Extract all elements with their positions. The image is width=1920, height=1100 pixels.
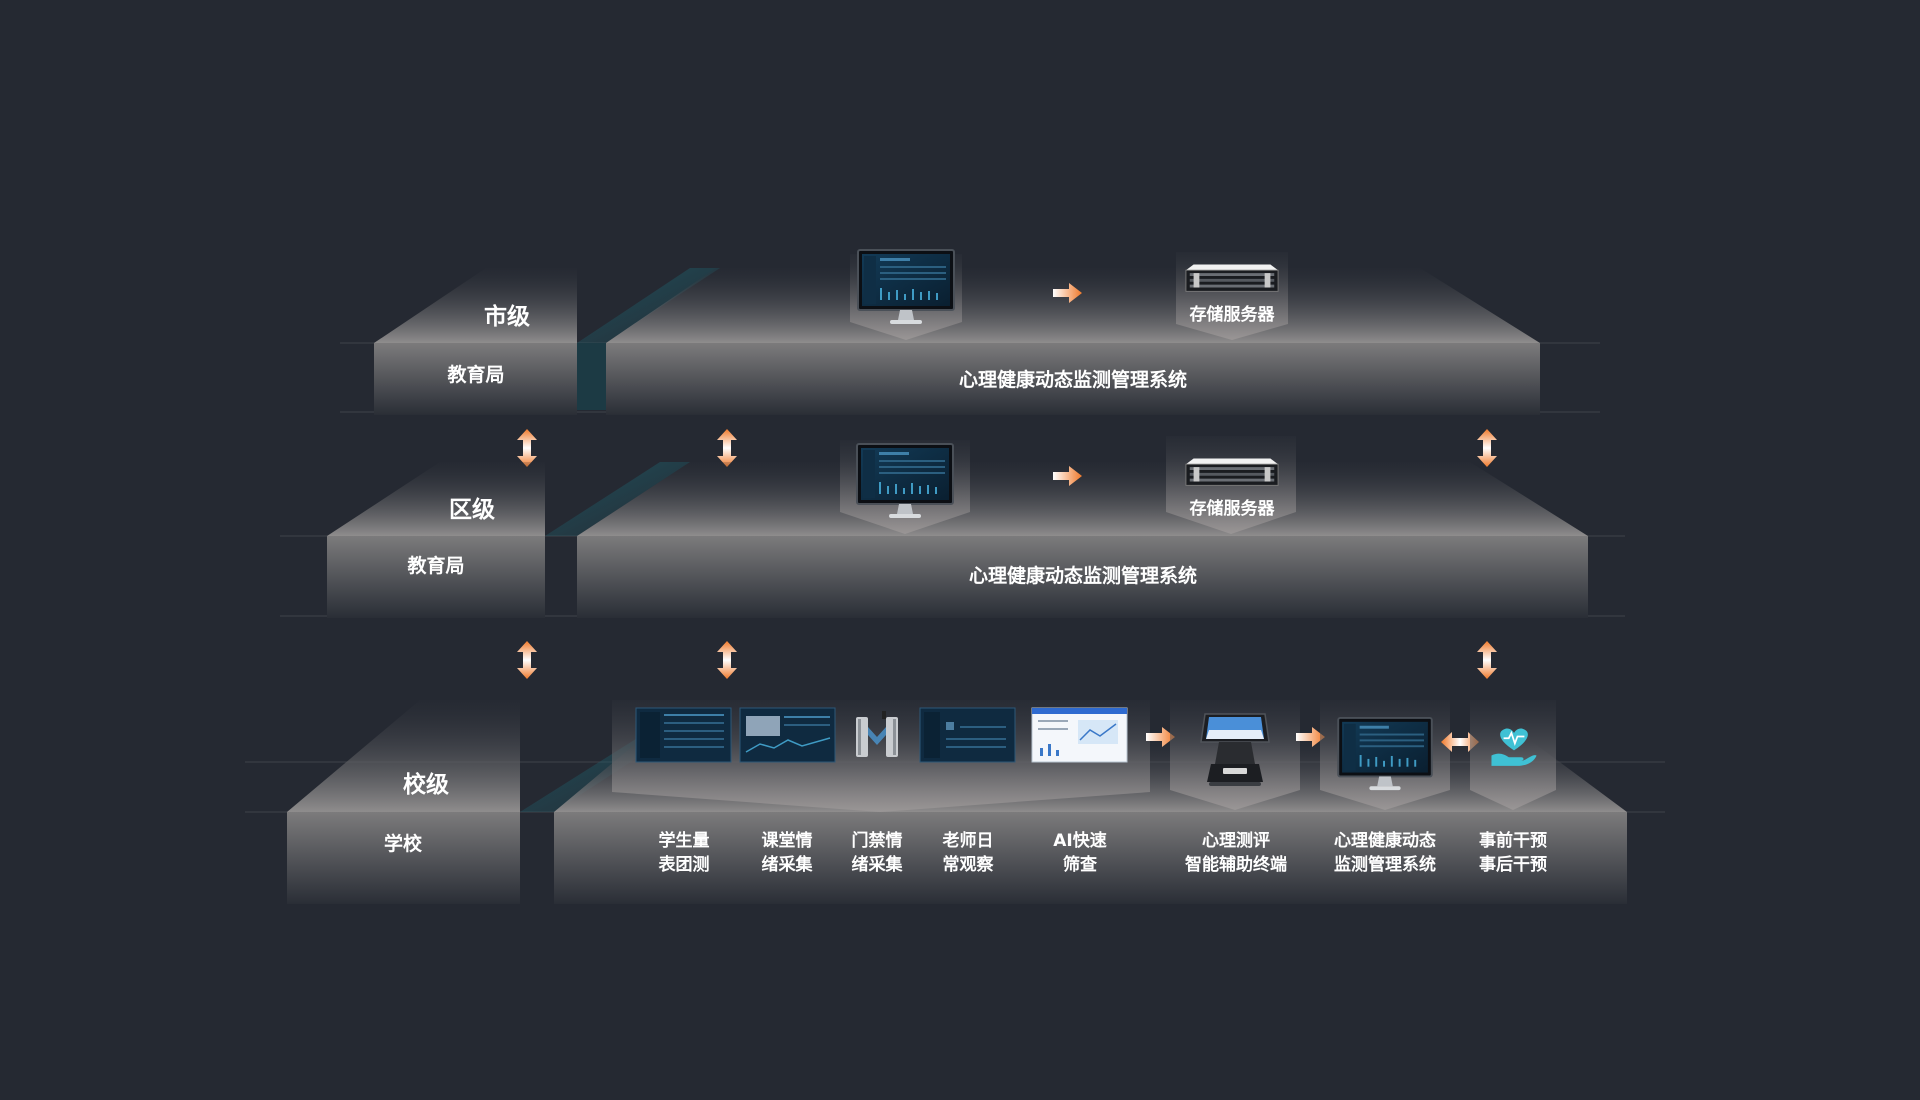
school-main-band — [554, 812, 1627, 904]
district-side-roof — [327, 462, 545, 536]
arrow-updown-icon — [1477, 641, 1497, 679]
city-tier — [340, 249, 1600, 415]
school-side-label: 学校 — [383, 833, 423, 855]
caption-intervention: 事前干预 事后干预 — [1479, 831, 1547, 875]
teal-accent — [577, 343, 606, 410]
arrow-updown-icon — [1477, 429, 1497, 467]
rack-server-icon — [1185, 457, 1279, 486]
caption-management-system: 心理健康动态 监测管理系统 — [1334, 831, 1436, 875]
caption-kiosk: 心理测评 智能辅助终端 — [1185, 831, 1287, 875]
school-tier — [245, 700, 1665, 904]
teal-accent — [545, 462, 690, 536]
district-side-band — [327, 536, 545, 618]
city-side-band — [374, 343, 577, 415]
arrow-updown-icon — [517, 429, 537, 467]
city-system-label: 心理健康动态监测管理系统 — [958, 369, 1188, 391]
rack-server-icon — [1185, 263, 1279, 292]
arrow-updown-icon — [517, 641, 537, 679]
caption-classroom: 课堂情 绪采集 — [761, 831, 813, 875]
arrow-updown-icon — [717, 429, 737, 467]
caption-ai-screening: AI快速 筛查 — [1053, 831, 1107, 875]
screen-thumb-teacher — [919, 707, 1016, 763]
district-main-roof — [577, 462, 1588, 536]
screen-thumb-classroom — [739, 707, 836, 763]
screen-thumb-ai-screening — [1031, 707, 1128, 763]
district-tier — [280, 436, 1625, 618]
city-main-roof — [606, 268, 1540, 343]
city-server-label: 存储服务器 — [1189, 305, 1275, 325]
school-side-roof — [287, 700, 520, 812]
school-tier-title: 校级 — [403, 772, 449, 798]
district-tier-title: 区级 — [449, 497, 495, 523]
teal-accent — [577, 268, 720, 343]
district-side-label: 教育局 — [407, 555, 465, 577]
arrow-updown-icon — [717, 641, 737, 679]
caption-teacher: 老师日 常观察 — [942, 831, 994, 875]
caption-survey: 学生量 表团测 — [658, 831, 710, 875]
district-server-label: 存储服务器 — [1189, 499, 1275, 519]
city-main-band — [606, 343, 1540, 415]
city-side-roof — [374, 268, 577, 343]
caption-gate: 门禁情 绪采集 — [851, 831, 903, 875]
district-main-band — [577, 536, 1588, 618]
screen-thumb-survey — [635, 707, 732, 763]
city-tier-title: 市级 — [484, 304, 530, 330]
care-card — [1470, 700, 1556, 810]
district-system-label: 心理健康动态监测管理系统 — [968, 565, 1198, 587]
school-side-band — [287, 812, 520, 904]
city-side-label: 教育局 — [447, 364, 505, 386]
